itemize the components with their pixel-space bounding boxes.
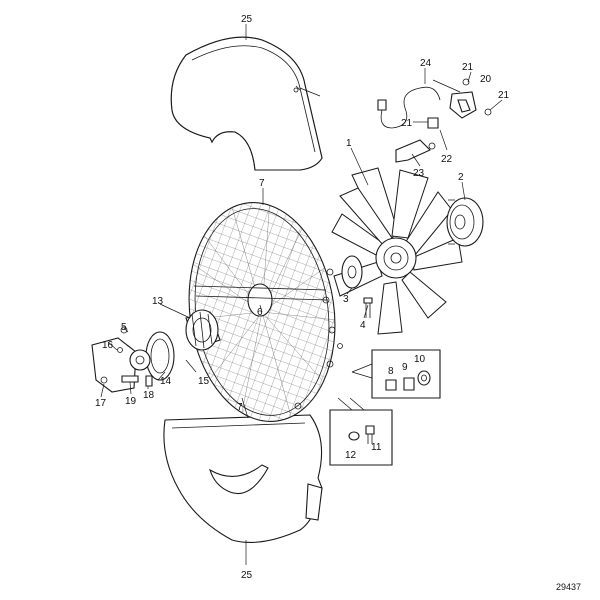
callout-labels: 25 1 2 7 3 4 6 13 5 16 14 15 18 19 17 7 … [95,14,581,592]
callout-7-bottom: 7 [237,402,243,413]
callout-24: 24 [420,58,432,69]
hub-bracket [91,326,153,393]
leader-lines [100,24,503,565]
spacer-plate [341,255,363,289]
callout-18: 18 [143,390,155,401]
detail-box-mounting-parts [351,349,441,399]
callout-6: 6 [257,307,263,318]
callout-4: 4 [360,320,366,331]
callout-14: 14 [160,376,172,387]
callout-22: 22 [441,154,453,165]
callout-2: 2 [458,172,464,183]
coupling [185,309,221,351]
callout-25-bottom: 25 [241,570,253,581]
callout-15: 15 [198,376,210,387]
callout-17: 17 [95,398,107,409]
lower-fan-guard [163,414,323,543]
callout-7-top: 7 [259,178,265,189]
fan [331,167,463,335]
bolt [363,297,373,318]
pulley [446,197,484,247]
callout-21-right: 21 [498,90,510,101]
callout-10: 10 [414,354,426,365]
callout-1: 1 [346,138,352,149]
callout-23: 23 [413,168,425,179]
callout-3: 3 [343,294,349,305]
upper-fan-guard [170,36,323,171]
callout-21-left: 21 [401,118,413,129]
ring [145,331,175,381]
callout-19: 19 [125,396,137,407]
detail-box-washer-bolt [329,397,393,466]
callout-5: 5 [121,322,127,333]
callout-16: 16 [102,340,114,351]
callout-20: 20 [480,74,492,85]
callout-25-top: 25 [241,14,253,25]
callout-21-top: 21 [462,62,474,73]
callout-9: 9 [402,362,408,373]
callout-11: 11 [371,442,382,453]
drawing-number: 29437 [556,582,581,592]
sensor-bracket-assembly [377,78,492,163]
callout-12: 12 [345,450,357,461]
callout-8: 8 [388,366,394,377]
callout-13: 13 [152,296,164,307]
